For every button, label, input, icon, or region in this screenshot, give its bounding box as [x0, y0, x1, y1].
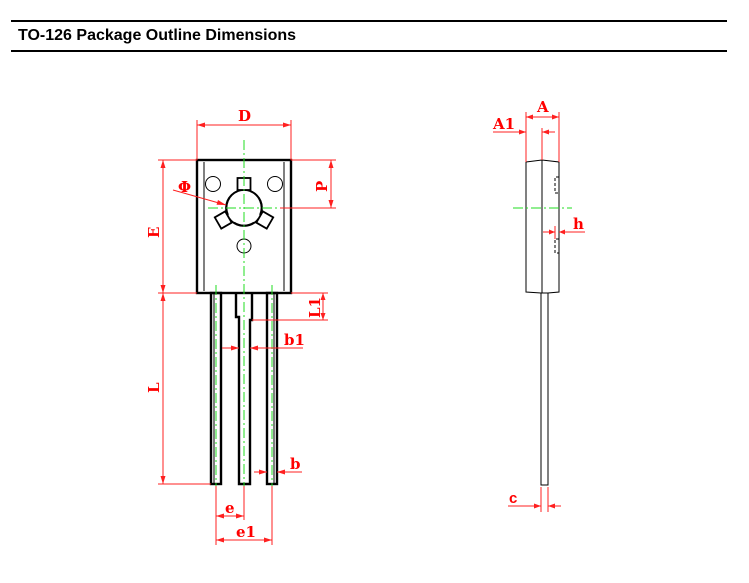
dimension-L: L: [145, 293, 211, 485]
mark-circle: [267, 176, 283, 192]
dimension-e: e: [215, 486, 273, 545]
label-b: b: [290, 455, 301, 473]
side-notch: [554, 176, 559, 254]
label-phi: Φ: [178, 178, 191, 196]
label-e: e: [225, 499, 235, 517]
front-view: D E P Φ L: [145, 107, 336, 545]
label-P: P: [313, 181, 331, 192]
dimension-A: A: [525, 98, 560, 162]
dimension-D: D: [196, 107, 292, 160]
side-body: [525, 159, 560, 294]
header-bottom-rule: [11, 50, 727, 52]
dimension-c: c: [508, 487, 561, 512]
dimension-L1: L1: [252, 292, 328, 321]
dimension-e1: e1: [216, 523, 272, 543]
dimension-E: E: [145, 159, 197, 294]
dimension-b: b: [254, 455, 302, 475]
label-b1: b1: [284, 331, 305, 349]
dimension-b1: b1: [222, 331, 305, 351]
label-A1: A1: [492, 115, 515, 133]
dimension-phi: Φ: [172, 178, 227, 206]
label-E: E: [145, 227, 163, 238]
dimension-h: h: [543, 215, 585, 239]
label-L: L: [145, 382, 163, 393]
label-A: A: [536, 98, 549, 116]
label-c: c: [509, 490, 517, 507]
mark-circle: [205, 176, 221, 192]
page-title: TO-126 Package Outline Dimensions: [18, 27, 297, 44]
header-top-rule: [11, 20, 727, 22]
label-D: D: [238, 107, 251, 125]
side-lead: [540, 292, 549, 486]
dimension-A1: A1: [492, 115, 555, 160]
side-view: A A1 h c: [492, 98, 585, 512]
label-e1: e1: [236, 523, 256, 541]
label-h: h: [573, 215, 584, 233]
dimension-P: P: [280, 159, 336, 209]
label-L1: L1: [306, 297, 324, 318]
